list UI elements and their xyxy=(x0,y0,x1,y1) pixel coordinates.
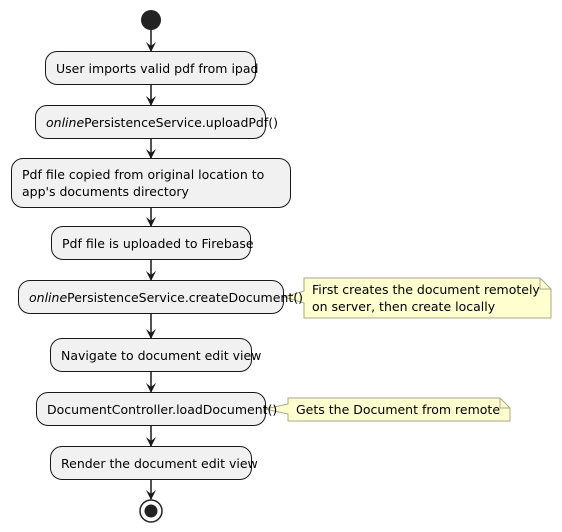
activity-label-prefix: online xyxy=(29,289,68,305)
note-shape xyxy=(264,397,511,422)
activity-navigate-edit-view: Navigate to document edit view xyxy=(50,338,261,372)
note-line: on server, then create locally xyxy=(312,299,496,314)
activity-upload-firebase: Pdf file is uploaded to Firebase xyxy=(51,226,254,260)
note-create-document: First creates the document remotely on s… xyxy=(304,278,540,318)
activity-copy-pdf: Pdf file copied from original location t… xyxy=(11,158,291,208)
activity-create-document: onlinePersistenceService.createDocument(… xyxy=(18,280,303,314)
note-line: First creates the document remotely xyxy=(312,282,540,297)
note-fold xyxy=(499,398,510,409)
activity-label: PersistenceService.createDocument() xyxy=(67,289,303,305)
note-shape xyxy=(282,277,552,319)
end-node xyxy=(139,499,163,523)
activity-label: User imports valid pdf from ipad xyxy=(56,60,259,76)
activity-label: Pdf file is uploaded to Firebase xyxy=(62,235,254,251)
activity-import-pdf: User imports valid pdf from ipad xyxy=(45,51,259,85)
activity-label: DocumentController.loadDocument() xyxy=(47,401,278,417)
activity-label-prefix: online xyxy=(46,114,85,130)
note-fold xyxy=(539,278,551,290)
activity-label: Render the document edit view xyxy=(61,455,258,471)
note-line: Gets the Document from remote xyxy=(296,402,501,417)
activity-label: Pdf file copied from original location t… xyxy=(22,167,265,199)
start-node xyxy=(141,10,161,30)
activity-upload-pdf: onlinePersistenceService.uploadPdf() xyxy=(35,105,278,139)
note-load-document: Gets the Document from remote xyxy=(288,398,500,421)
activity-label: Navigate to document edit view xyxy=(61,347,262,363)
activity-render-edit-view: Render the document edit view xyxy=(50,446,258,480)
activity-label: PersistenceService.uploadPdf() xyxy=(84,114,279,130)
activity-load-document: DocumentController.loadDocument() xyxy=(36,392,277,426)
